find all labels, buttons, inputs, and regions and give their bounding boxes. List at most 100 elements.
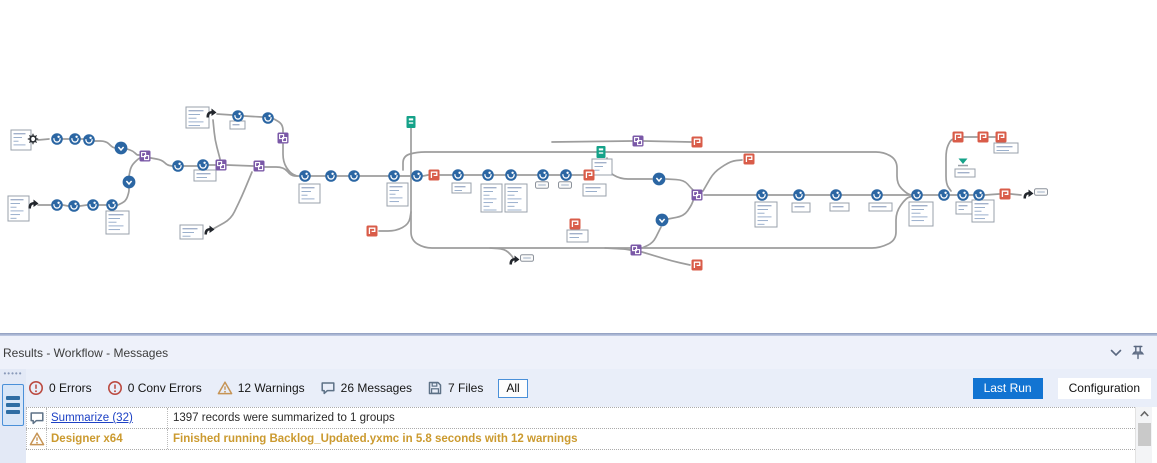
workflow-connector[interactable] — [422, 174, 429, 177]
chevron-down-icon[interactable] — [1105, 345, 1127, 361]
workflow-connector[interactable] — [1010, 193, 1022, 196]
workflow-connector[interactable] — [378, 211, 412, 232]
workflow-connector[interactable] — [212, 119, 221, 160]
workflow-tool-red[interactable] — [743, 153, 755, 165]
workflow-connector[interactable] — [126, 148, 140, 156]
workflow-connector[interactable] — [641, 251, 691, 266]
workflow-tool-red[interactable] — [691, 259, 703, 271]
workflow-connector[interactable] — [665, 178, 694, 191]
workflow-tool-purple[interactable] — [215, 159, 227, 171]
workflow-tool-blue[interactable] — [232, 110, 244, 122]
workflow-tool-red[interactable] — [999, 188, 1011, 200]
toolbar-status-0-errors[interactable]: 0 Errors — [28, 380, 92, 396]
workflow-connector[interactable] — [243, 115, 263, 118]
workflow-tool-blue[interactable] — [51, 133, 63, 145]
workflow-tool-purple[interactable] — [139, 150, 151, 162]
workflow-connector[interactable] — [643, 140, 692, 143]
workflow-comment-box[interactable] — [193, 169, 217, 182]
workflow-tool-teal[interactable] — [406, 116, 416, 128]
workflow-tool-blue[interactable] — [299, 170, 311, 182]
workflow-tool-gear[interactable] — [27, 133, 39, 145]
workflow-comment-box[interactable] — [908, 201, 934, 227]
workflow-connector[interactable] — [945, 138, 954, 192]
toolbar-status-7-files[interactable]: 7 Files — [427, 380, 483, 396]
workflow-connector[interactable] — [606, 157, 653, 180]
workflow-tool-blue[interactable] — [830, 189, 842, 201]
workflow-tool-tag[interactable] — [558, 181, 572, 189]
workflow-tool-tealArrow[interactable] — [958, 158, 968, 167]
workflow-connector[interactable] — [641, 226, 662, 249]
messages-view-button[interactable] — [2, 384, 24, 426]
workflow-comment-box[interactable] — [566, 229, 589, 243]
workflow-connector[interactable] — [604, 247, 631, 251]
workflow-connector[interactable] — [273, 118, 284, 133]
grip-dots[interactable]: ••••• — [3, 369, 23, 378]
workflow-tool-purple[interactable] — [691, 189, 703, 201]
workflow-tool-blue[interactable] — [973, 189, 985, 201]
workflow-tool-blue[interactable] — [68, 200, 80, 212]
workflow-tool-blue[interactable] — [560, 169, 572, 181]
toolbar-status-12-warnings[interactable]: 12 Warnings — [217, 380, 305, 396]
workflow-tool-blue[interactable] — [348, 170, 360, 182]
workflow-tool-blue[interactable] — [793, 189, 805, 201]
workflow-connector[interactable] — [37, 138, 50, 141]
workflow-tool-bcirc[interactable] — [114, 141, 128, 155]
workflow-comment-box[interactable] — [954, 168, 976, 178]
workflow-tool-purple[interactable] — [277, 132, 289, 144]
tab-configuration[interactable]: Configuration — [1057, 377, 1151, 399]
workflow-connector[interactable] — [150, 157, 173, 167]
workflow-tool-black[interactable] — [28, 199, 39, 209]
workflow-comment-box[interactable] — [179, 224, 204, 240]
vertical-scrollbar[interactable] — [1135, 407, 1152, 463]
workflow-tool-blue[interactable] — [69, 133, 81, 145]
workflow-connector[interactable] — [216, 113, 233, 116]
workflow-comment-box[interactable] — [451, 182, 472, 194]
workflow-comment-box[interactable] — [504, 183, 528, 213]
workflow-tool-red[interactable] — [977, 131, 989, 143]
workflow-connector[interactable] — [402, 151, 912, 196]
workflow-tool-blue[interactable] — [172, 160, 184, 172]
workflow-comment-box[interactable] — [582, 183, 607, 197]
tab-last-run[interactable]: Last Run — [972, 377, 1043, 399]
toolbar-status-0-conv-errors[interactable]: 0 Conv Errors — [107, 380, 202, 396]
workflow-comment-box[interactable] — [229, 120, 246, 130]
workflow-tool-purple[interactable] — [632, 135, 644, 147]
workflow-tool-blue[interactable] — [482, 169, 494, 181]
pin-icon[interactable] — [1127, 345, 1149, 361]
workflow-tool-tag[interactable] — [520, 254, 534, 262]
workflow-tool-blue[interactable] — [957, 189, 969, 201]
workflow-comment-box[interactable] — [7, 195, 30, 222]
workflow-tool-blue[interactable] — [83, 134, 95, 146]
workflow-tool-red[interactable] — [691, 136, 703, 148]
workflow-comment-box[interactable] — [105, 210, 130, 235]
workflow-tool-tag[interactable] — [535, 181, 549, 189]
workflow-canvas[interactable] — [0, 0, 1157, 333]
workflow-comment-box[interactable] — [591, 158, 613, 176]
scrollbar-thumb[interactable] — [1137, 423, 1151, 446]
workflow-tool-blue[interactable] — [106, 199, 118, 211]
workflow-connector[interactable] — [94, 140, 116, 149]
workflow-connector[interactable] — [79, 204, 88, 207]
workflow-tool-blue[interactable] — [537, 169, 549, 181]
workflow-tool-blue[interactable] — [871, 189, 883, 201]
workflow-connector[interactable] — [702, 159, 743, 192]
workflow-connector[interactable] — [226, 164, 254, 167]
workflow-tool-blue[interactable] — [938, 189, 950, 201]
workflow-comment-box[interactable] — [185, 106, 210, 129]
workflow-tool-red[interactable] — [583, 169, 595, 181]
workflow-tool-red[interactable] — [428, 169, 440, 181]
message-row[interactable]: Summarize (32)1397 records were summariz… — [26, 408, 1135, 429]
workflow-connector[interactable] — [282, 143, 298, 177]
workflow-tool-red[interactable] — [995, 131, 1007, 143]
workflow-comment-box[interactable] — [868, 202, 893, 212]
workflow-tool-tag[interactable] — [1034, 188, 1048, 196]
workflow-tool-blue[interactable] — [87, 199, 99, 211]
workflow-comment-box[interactable] — [386, 182, 409, 207]
workflow-comment-box[interactable] — [10, 129, 32, 151]
workflow-tool-blue[interactable] — [51, 199, 63, 211]
workflow-connector[interactable] — [551, 140, 633, 143]
workflow-tool-purple[interactable] — [630, 244, 642, 256]
workflow-tool-blue[interactable] — [262, 112, 274, 124]
scroll-up-button[interactable] — [1136, 407, 1153, 421]
workflow-tool-red[interactable] — [569, 218, 581, 230]
